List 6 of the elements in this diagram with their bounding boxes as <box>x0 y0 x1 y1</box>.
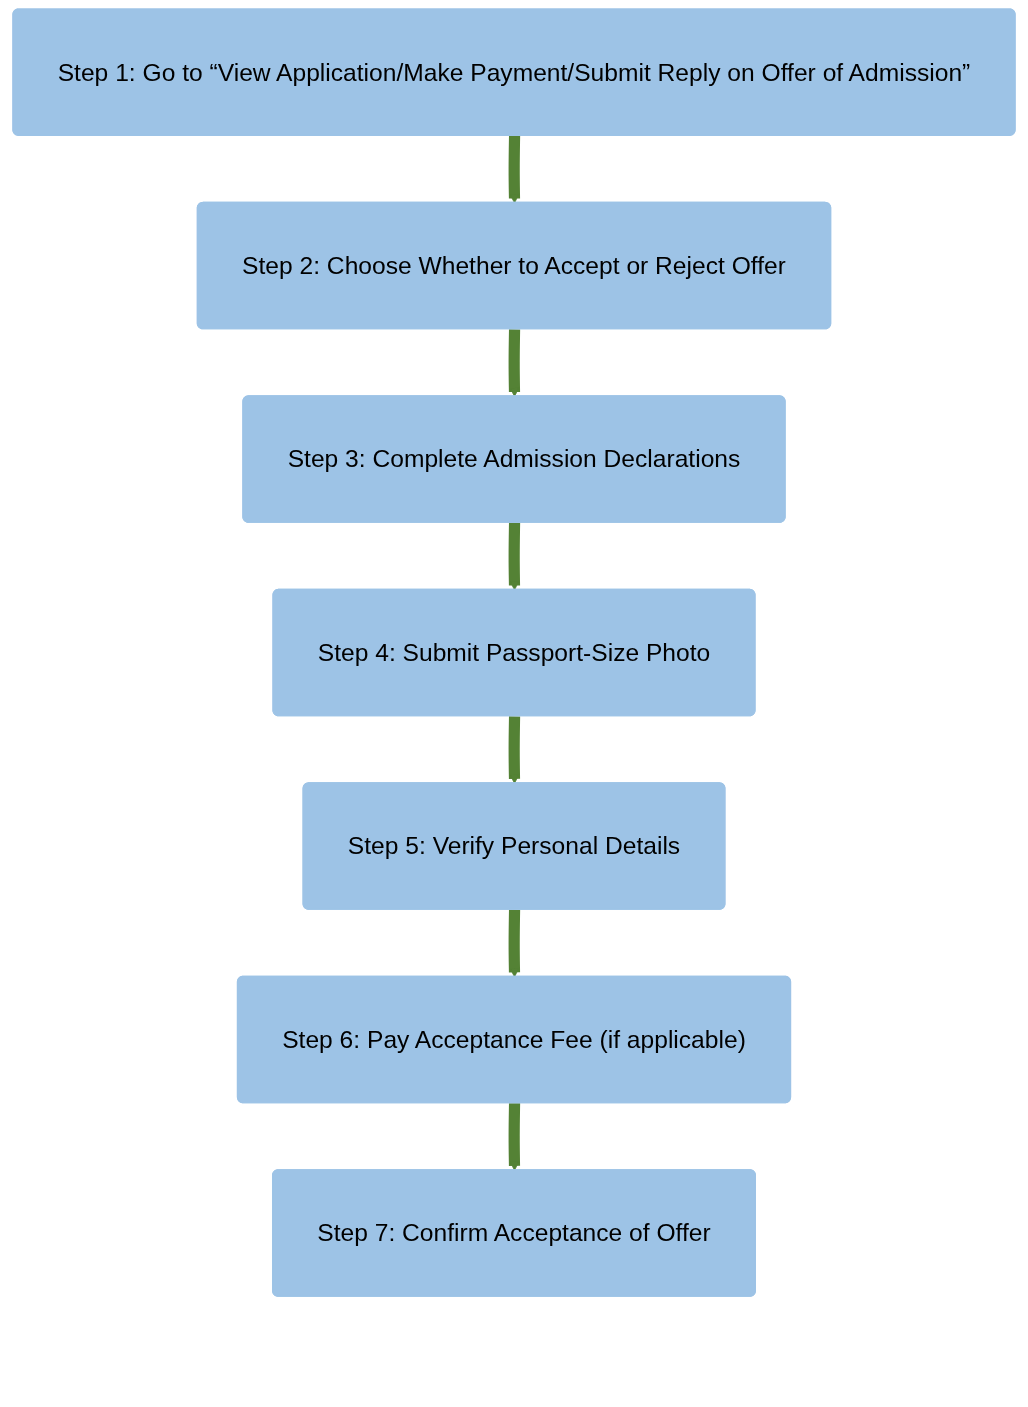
arrow <box>508 716 521 784</box>
arrow <box>508 522 521 591</box>
arrow <box>508 909 521 978</box>
arrow <box>508 329 521 397</box>
arrow <box>508 135 521 204</box>
arrow <box>508 1103 521 1171</box>
